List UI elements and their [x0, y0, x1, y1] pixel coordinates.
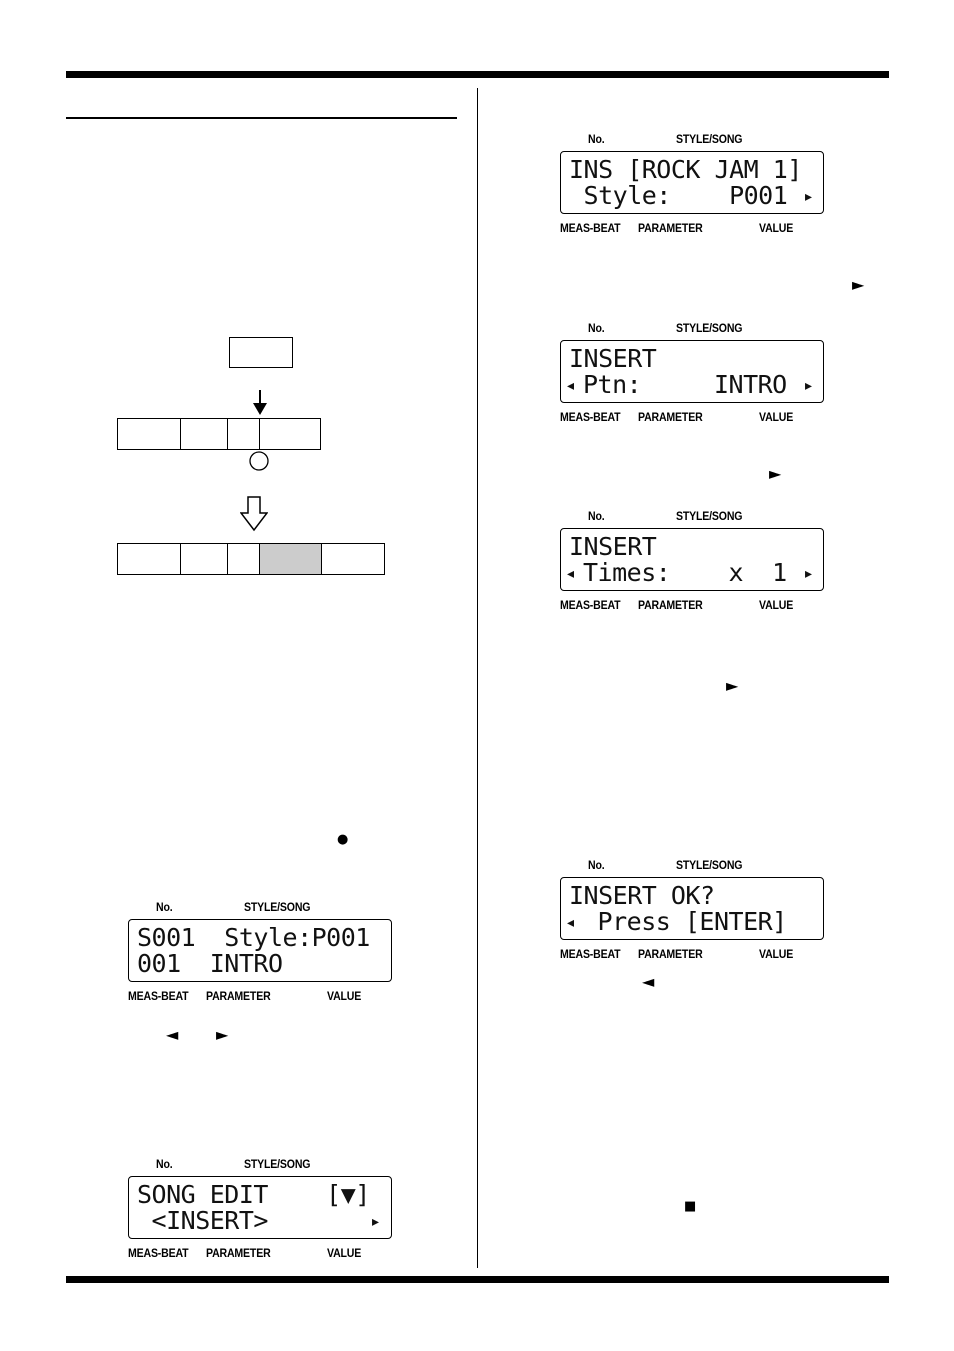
- lcd-song-edit: No. STYLE/SONG SONG EDIT [▼] <INSERT> ▸ …: [128, 1157, 398, 1260]
- lcd-label-value: VALUE: [759, 598, 794, 612]
- lcd-label-value: VALUE: [759, 221, 794, 235]
- lcd-line-2: <INSERT>: [137, 1206, 269, 1235]
- lcd-label-parameter: PARAMETER: [638, 598, 703, 612]
- lcd-line-2: Press [ENTER]: [583, 907, 788, 936]
- record-dot-icon: ●: [337, 832, 349, 847]
- lcd-screen: INSERT OK? ◂ Press [ENTER]: [560, 877, 824, 940]
- lcd-right-icon: ▸: [805, 189, 813, 205]
- lcd-screen: INSERT ◂ Ptn: INTRO ▸: [560, 340, 824, 403]
- lcd-line-1: SONG EDIT [▼]: [137, 1180, 370, 1209]
- lcd-insert-ptn: No. STYLE/SONG INSERT ◂ Ptn: INTRO ▸ MEA…: [560, 321, 830, 424]
- original-song-bar: [117, 418, 321, 450]
- lcd-left-icon: ◂: [567, 566, 575, 582]
- lcd-label-value: VALUE: [759, 947, 794, 961]
- lcd-label-style-song: STYLE/SONG: [676, 132, 743, 146]
- lcd-label-value: VALUE: [327, 1246, 362, 1260]
- lcd-label-style-song: STYLE/SONG: [676, 858, 743, 872]
- lcd-song-main: No. STYLE/SONG S001 Style:P001 001 INTRO…: [128, 900, 398, 1003]
- lcd-label-meas-beat: MEAS-BEAT: [128, 989, 189, 1003]
- inserted-section: [260, 544, 322, 574]
- lcd-line-2: Times: x 1: [583, 558, 787, 587]
- lcd-ins-style: No. STYLE/SONG INS [ROCK JAM 1] Style: P…: [560, 132, 830, 235]
- lcd-label-no: No.: [588, 321, 605, 335]
- lcd-label-style-song: STYLE/SONG: [676, 509, 743, 523]
- lcd-label-meas-beat: MEAS-BEAT: [560, 947, 621, 961]
- lcd-screen: S001 Style:P001 001 INTRO: [128, 919, 392, 982]
- inserted-pattern-box: [229, 337, 293, 368]
- lcd-line-2: 001 INTRO: [137, 949, 283, 978]
- insert-point-arrow: [253, 390, 267, 415]
- lcd-scroll-icon: ▸: [372, 1214, 380, 1230]
- lcd-label-no: No.: [588, 132, 605, 146]
- right-arrow-icon: ►: [852, 275, 865, 294]
- left-arrow-icon: ◄: [166, 1025, 179, 1044]
- lcd-left-icon: ◂: [567, 378, 575, 394]
- lcd-label-parameter: PARAMETER: [638, 221, 703, 235]
- lcd-line-1: INSERT: [569, 532, 657, 561]
- lcd-label-value: VALUE: [327, 989, 362, 1003]
- left-arrow-icon: ◄: [642, 972, 655, 991]
- lcd-right-icon: ▸: [805, 378, 813, 394]
- result-down-arrow: [240, 496, 268, 532]
- lcd-line-1: S001 Style:P001: [137, 923, 370, 952]
- lcd-line-1: INSERT: [569, 344, 657, 373]
- lcd-label-no: No.: [588, 509, 605, 523]
- lcd-line-2: Ptn: INTRO: [583, 370, 787, 399]
- lcd-label-meas-beat: MEAS-BEAT: [128, 1246, 189, 1260]
- right-arrow-icon: ►: [769, 464, 782, 483]
- bottom-rule: [66, 1276, 889, 1283]
- lcd-label-meas-beat: MEAS-BEAT: [560, 598, 621, 612]
- stop-square-icon: ■: [684, 1199, 697, 1214]
- lcd-screen: SONG EDIT [▼] <INSERT> ▸: [128, 1176, 392, 1239]
- lcd-label-value: VALUE: [759, 410, 794, 424]
- lcd-label-no: No.: [156, 1157, 173, 1171]
- result-song-bar: [117, 543, 385, 575]
- lcd-label-parameter: PARAMETER: [206, 1246, 271, 1260]
- lcd-line-1: INS [ROCK JAM 1]: [569, 155, 802, 184]
- lcd-insert-times: No. STYLE/SONG INSERT ◂ Times: x 1 ▸ MEA…: [560, 509, 830, 612]
- lcd-label-no: No.: [156, 900, 173, 914]
- lcd-line-2: Style: P001: [569, 181, 788, 210]
- lcd-right-icon: ▸: [805, 566, 813, 582]
- lcd-label-meas-beat: MEAS-BEAT: [560, 221, 621, 235]
- lcd-left-icon: ◂: [567, 915, 575, 931]
- lcd-screen: INSERT ◂ Times: x 1 ▸: [560, 528, 824, 591]
- lcd-label-style-song: STYLE/SONG: [676, 321, 743, 335]
- lcd-label-no: No.: [588, 858, 605, 872]
- lcd-line-1: INSERT OK?: [569, 881, 715, 910]
- right-arrow-icon: ►: [726, 676, 739, 695]
- lcd-label-parameter: PARAMETER: [638, 410, 703, 424]
- lcd-label-style-song: STYLE/SONG: [244, 1157, 311, 1171]
- column-divider: [477, 88, 478, 1268]
- lcd-label-meas-beat: MEAS-BEAT: [560, 410, 621, 424]
- right-arrow-icon: ►: [216, 1025, 229, 1044]
- lcd-label-style-song: STYLE/SONG: [244, 900, 311, 914]
- position-marker-circle: [249, 451, 269, 471]
- section-heading-rule: [66, 117, 457, 119]
- lcd-insert-ok: No. STYLE/SONG INSERT OK? ◂ Press [ENTER…: [560, 858, 830, 961]
- lcd-label-parameter: PARAMETER: [638, 947, 703, 961]
- lcd-label-parameter: PARAMETER: [206, 989, 271, 1003]
- lcd-screen: INS [ROCK JAM 1] Style: P001 ▸: [560, 151, 824, 214]
- top-rule: [66, 71, 889, 78]
